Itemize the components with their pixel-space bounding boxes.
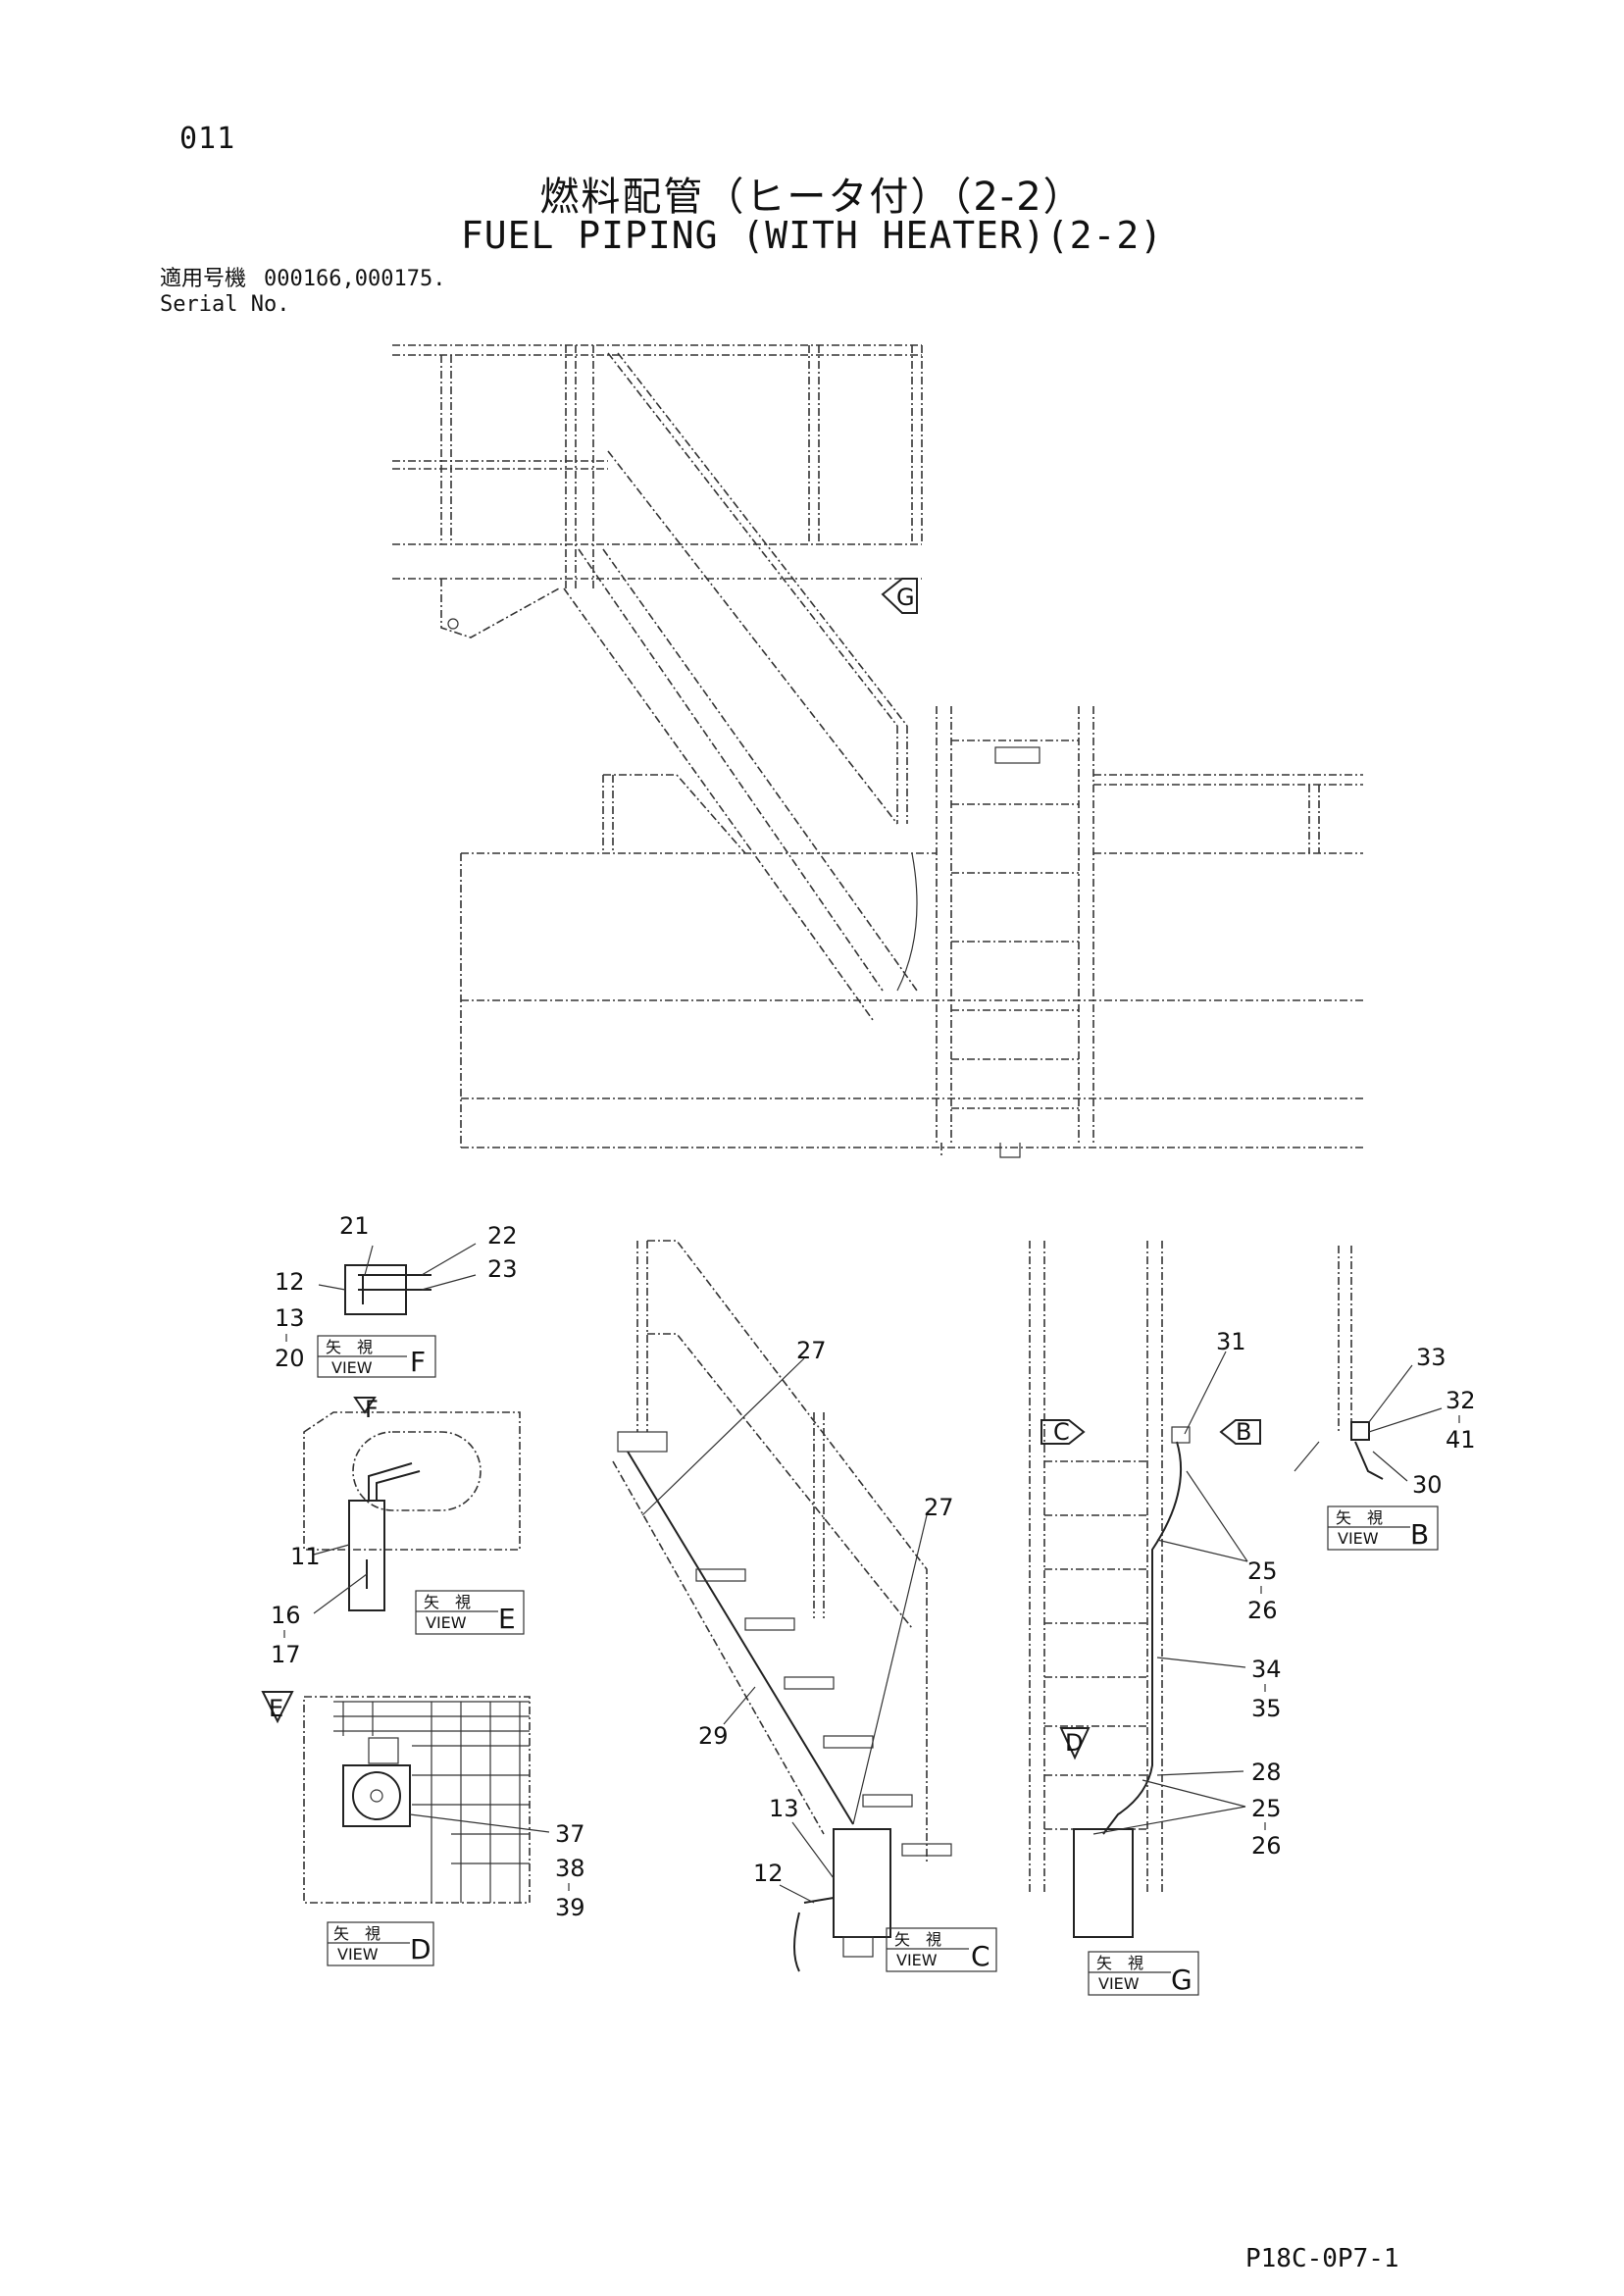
- part-22: 22: [487, 1222, 518, 1250]
- main-assembly-view: G: [392, 344, 1363, 1158]
- part-33: 33: [1416, 1344, 1446, 1371]
- view-c-caption-jp: 矢 視: [894, 1930, 941, 1949]
- part-25b: 25: [1251, 1795, 1282, 1822]
- part-26b: 26: [1251, 1832, 1282, 1860]
- serial-numbers: 000166,000175.: [264, 267, 446, 291]
- view-c-letter: C: [971, 1940, 990, 1972]
- part-34: 34: [1251, 1656, 1282, 1683]
- view-arrow-g: G: [896, 584, 915, 611]
- view-b-letter: B: [1410, 1518, 1429, 1551]
- title-english: FUEL PIPING (WITH HEATER)(2-2): [460, 214, 1164, 257]
- part-29: 29: [698, 1722, 729, 1750]
- part-13b: 13: [769, 1795, 799, 1822]
- title-japanese: 燃料配管（ヒータ付）（2-2）: [539, 175, 1085, 220]
- part-27b: 27: [924, 1494, 954, 1521]
- part-32: 32: [1446, 1387, 1476, 1414]
- part-12a: 12: [275, 1268, 305, 1296]
- view-d-detail: E 37 38 39 矢 視 VIEW D: [261, 1691, 585, 1966]
- part-13a: 13: [275, 1304, 305, 1332]
- view-b-caption-jp: 矢 視: [1336, 1508, 1383, 1527]
- part-26a: 26: [1247, 1597, 1278, 1624]
- part-17: 17: [271, 1641, 301, 1668]
- part-16: 16: [271, 1602, 301, 1629]
- view-d-arrow-e: E: [269, 1695, 283, 1722]
- view-d-letter: D: [410, 1933, 431, 1965]
- view-g-caption-jp: 矢 視: [1096, 1954, 1143, 1972]
- serial-label-jp: 適用号機: [160, 267, 247, 291]
- part-12b: 12: [753, 1860, 784, 1887]
- part-35: 35: [1251, 1695, 1282, 1722]
- view-g-detail: C B D 31 25 26 34 35 28 25 26 矢 視 VIEW G: [1029, 1241, 1282, 1996]
- part-21: 21: [339, 1212, 370, 1240]
- part-31: 31: [1216, 1328, 1246, 1355]
- serial-block: 適用号機 000166,000175. Serial No.: [160, 267, 445, 318]
- footer-code: P18C-0P7-1: [1245, 2244, 1399, 2273]
- view-c-detail: 27 27 29 13 12 矢 視 VIEW C: [612, 1240, 997, 1972]
- view-e-caption-en: VIEW: [426, 1613, 467, 1632]
- view-c-caption-en: VIEW: [896, 1951, 938, 1969]
- view-f-detail: 21 22 23 12 13 20 矢 視 VIEW F: [275, 1212, 518, 1378]
- part-28: 28: [1251, 1759, 1282, 1786]
- part-11: 11: [290, 1543, 321, 1570]
- part-38: 38: [555, 1855, 585, 1882]
- view-e-letter: E: [498, 1603, 516, 1635]
- serial-label-en: Serial No.: [160, 292, 290, 317]
- part-20: 20: [275, 1345, 305, 1372]
- part-23: 23: [487, 1255, 518, 1283]
- part-39: 39: [555, 1894, 585, 1921]
- view-f-caption-jp: 矢 視: [326, 1338, 373, 1356]
- part-25a: 25: [1247, 1557, 1278, 1585]
- view-g-arrow-d: D: [1065, 1729, 1083, 1757]
- view-e-detail: F 11 16 17 矢 視 VIEW E: [271, 1396, 525, 1668]
- view-g-caption-en: VIEW: [1098, 1974, 1140, 1993]
- part-27a: 27: [796, 1337, 827, 1364]
- view-e-arrow-f: F: [365, 1396, 379, 1423]
- view-d-caption-jp: 矢 視: [333, 1924, 381, 1943]
- view-e-caption-jp: 矢 視: [424, 1593, 471, 1611]
- view-d-caption-en: VIEW: [337, 1945, 379, 1964]
- view-f-letter: F: [410, 1346, 426, 1378]
- view-g-letter: G: [1171, 1964, 1193, 1996]
- view-g-arrow-b: B: [1236, 1418, 1251, 1446]
- page-number: 011: [179, 122, 236, 156]
- part-30: 30: [1412, 1471, 1443, 1499]
- view-b-caption-en: VIEW: [1338, 1529, 1379, 1548]
- part-41: 41: [1446, 1426, 1476, 1454]
- view-f-caption-en: VIEW: [331, 1358, 373, 1377]
- view-g-arrow-c: C: [1053, 1418, 1070, 1446]
- part-37: 37: [555, 1820, 585, 1848]
- view-b-detail: 33 32 41 30 矢 視 VIEW B: [1294, 1246, 1476, 1551]
